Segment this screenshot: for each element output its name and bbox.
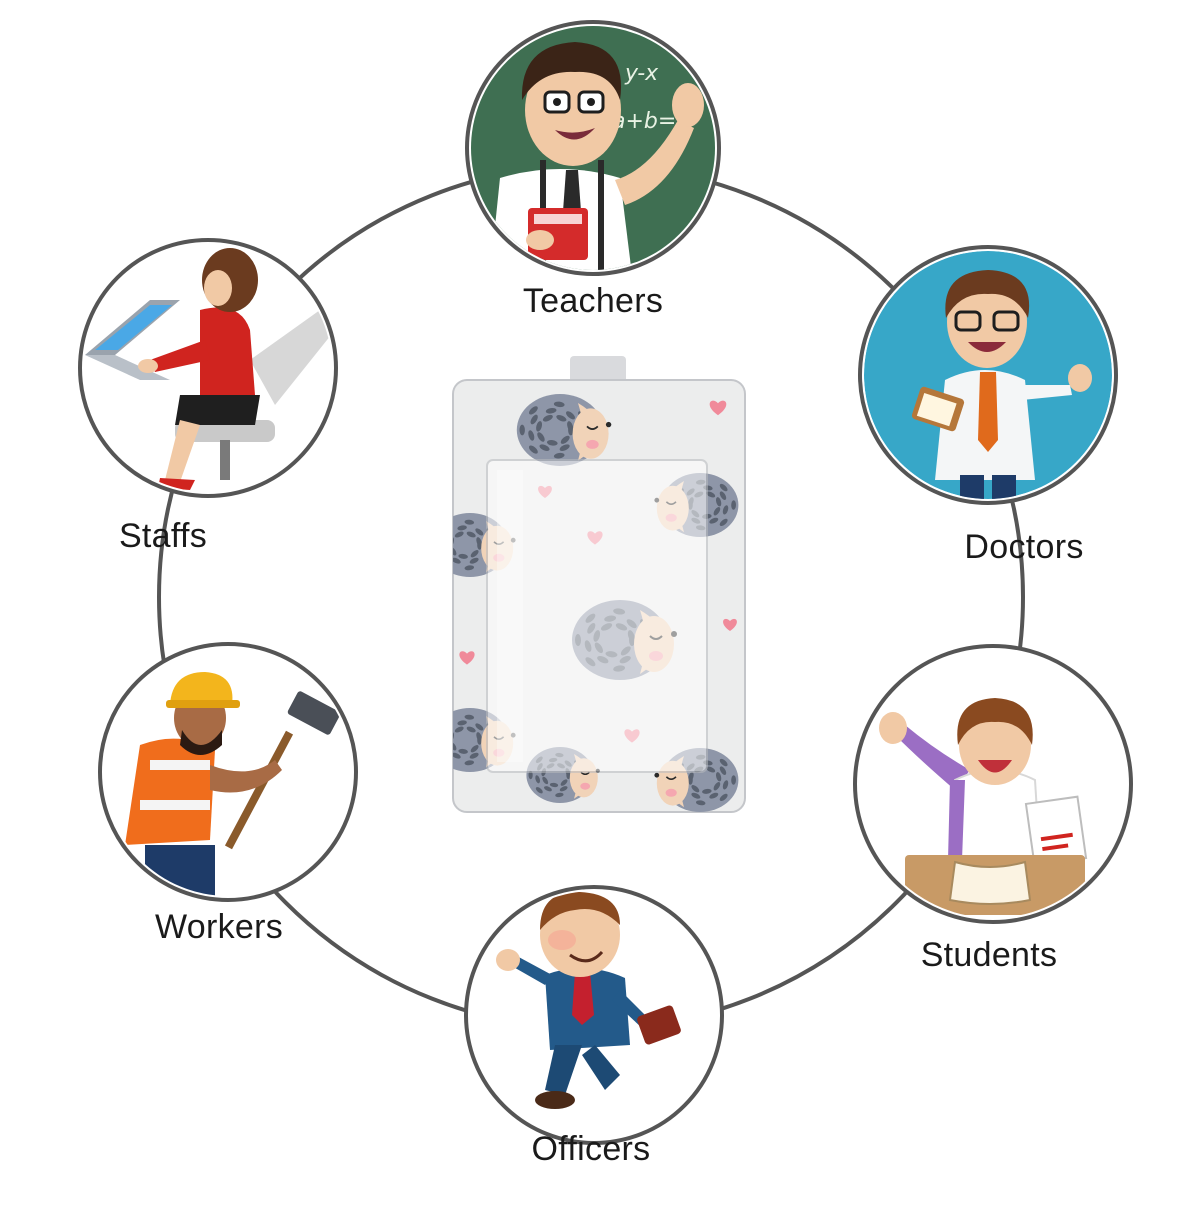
construction-worker-with-hammer-icon [125,672,341,896]
businessman-with-briefcase-icon [496,891,681,1109]
hedgehog-pattern-badge-holder-icon [452,356,746,813]
office-staff-at-laptop-icon [85,248,332,490]
node-doctors [858,245,1118,505]
svg-text:y-x: y-x [624,61,659,86]
label-students: Students [920,936,1058,974]
label-teachers: Teachers [522,282,664,320]
node-students [853,644,1133,924]
node-officers [464,885,724,1145]
label-doctors: Doctors [964,528,1084,566]
teacher-at-chalkboard-icon: y-x a+b=c [471,26,715,270]
node-teachers: y-x a+b=c [465,20,721,276]
node-staffs [78,238,338,498]
label-staffs: Staffs [118,517,208,555]
node-workers [98,642,358,902]
doctor-with-clipboard-icon [864,251,1112,499]
label-workers: Workers [154,908,284,946]
label-officers: Officers [531,1130,651,1168]
student-at-desk-icon [879,698,1088,915]
